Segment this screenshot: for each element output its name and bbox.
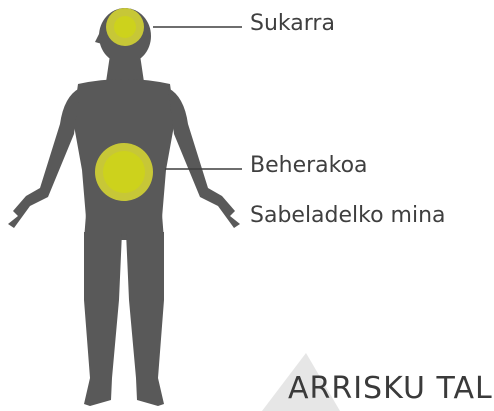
diarrhea-label: Beherakoa — [250, 155, 368, 177]
fever-label: Sukarra — [250, 13, 335, 35]
watermark-text: ARRISKU TALI — [288, 374, 494, 404]
abdomen-highlight-inner — [103, 151, 145, 193]
left-arm — [8, 88, 80, 228]
fever-highlight-inner — [114, 16, 136, 38]
right-leg — [126, 232, 164, 406]
abdominal-pain-label: Sabeladelko mina — [250, 205, 446, 227]
left-leg — [84, 232, 122, 406]
human-silhouette — [8, 8, 240, 406]
right-arm — [168, 88, 240, 228]
neck — [106, 55, 144, 82]
